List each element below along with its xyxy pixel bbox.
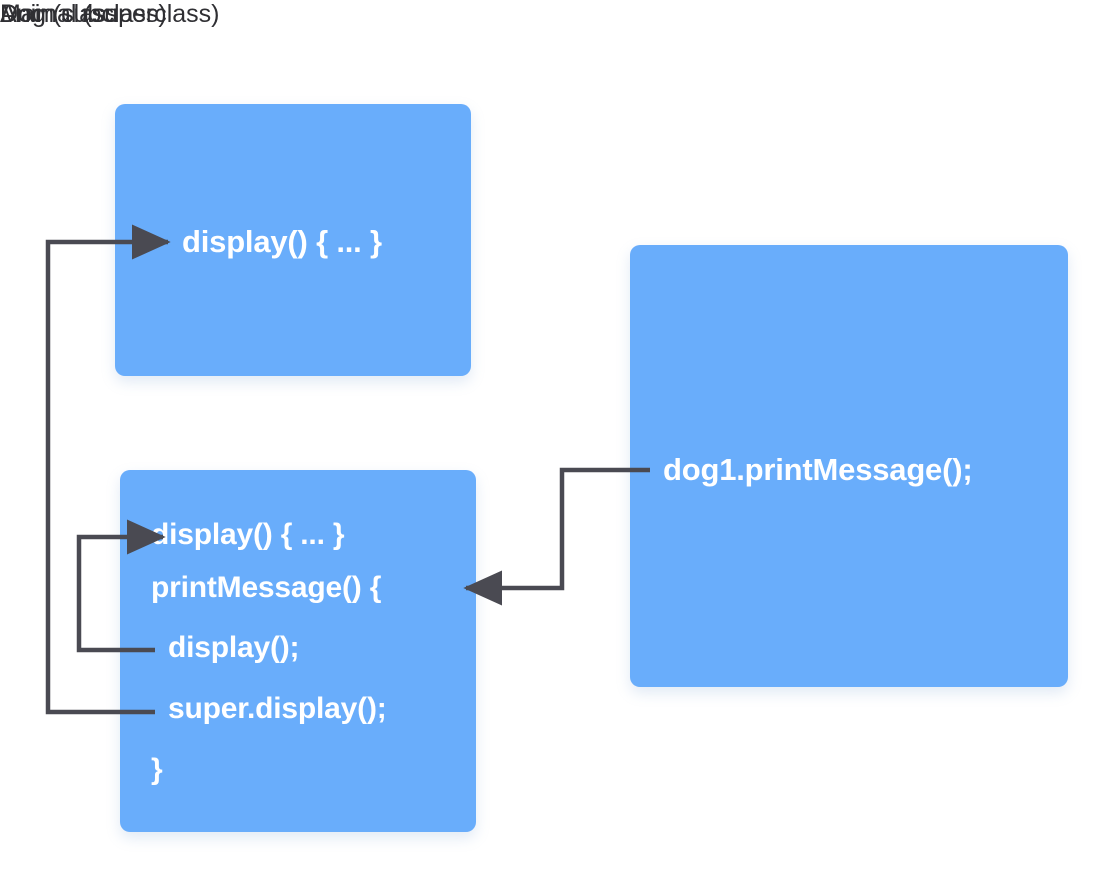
main-box-title: Main class (0, 0, 119, 28)
dog-code-line-printmessage: printMessage() { (151, 571, 382, 604)
animal-box-title: Animal (superclass) (0, 0, 220, 28)
dog-class-box (120, 470, 476, 832)
dog-code-line-super-display-call: super.display(); (168, 692, 387, 725)
dog-box-title: Dog (subclass) (0, 0, 167, 28)
animal-code-line-display: display() { ... } (182, 224, 382, 259)
dog-code-line-display: display() { ... } (151, 518, 345, 551)
main-code-line-printmessage-call: dog1.printMessage(); (663, 452, 973, 487)
main-class-box (630, 245, 1068, 687)
dog-code-line-closing-brace: } (151, 753, 163, 786)
connector-main-call-to-dog-printmessage (463, 467, 650, 606)
dog-code-line-display-call: display(); (168, 631, 300, 664)
animal-class-box (115, 104, 471, 376)
